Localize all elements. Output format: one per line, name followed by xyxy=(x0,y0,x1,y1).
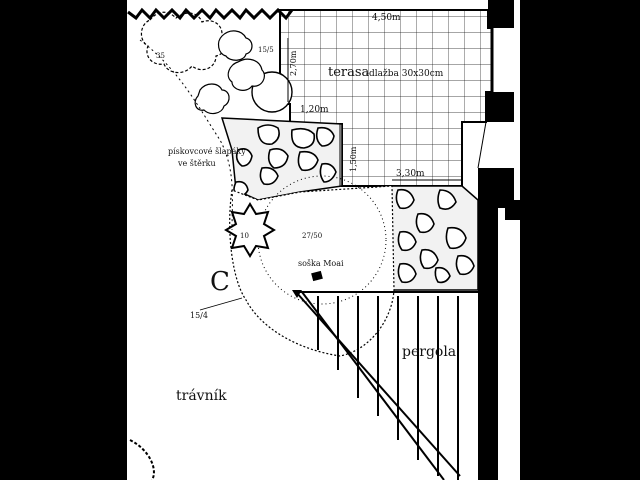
pergola-corner-marker xyxy=(292,290,302,298)
leader-155 xyxy=(199,297,243,311)
stepping-stones-label: pískovcové šlapáky xyxy=(168,147,246,156)
lawn-edge-bottom xyxy=(129,439,155,480)
right-margin xyxy=(520,0,640,480)
stepping-stones-label-2: ve štěrku xyxy=(177,159,216,168)
dim-330-label: 3,30m xyxy=(396,169,425,179)
plant-code-2750: 27/50 xyxy=(302,232,322,240)
section-tag-c: C xyxy=(210,267,230,297)
lawn-edge xyxy=(139,39,233,231)
hedge-top xyxy=(127,7,294,21)
dim-150-label: 1,50m xyxy=(349,146,358,172)
plant-code-155: 15/5 xyxy=(258,46,274,54)
plant-code-35: 35 xyxy=(156,52,165,60)
plant-code-10: 10 xyxy=(240,232,249,240)
statue-moai-icon xyxy=(311,270,323,282)
spiky-shrub xyxy=(224,202,276,258)
shrub-cluster xyxy=(140,11,293,115)
pergola-frame xyxy=(295,291,478,480)
terrace-title: terasa xyxy=(328,65,370,80)
left-margin xyxy=(0,0,127,480)
plant-code-154: 15/4 xyxy=(190,311,208,320)
dim-120-label: 1,20m xyxy=(300,105,329,115)
terrace-paving xyxy=(279,9,493,187)
stepping-stones xyxy=(233,124,475,284)
pergola-label: pergola xyxy=(402,344,456,360)
building-wall xyxy=(478,0,520,480)
lawn-label: trávník xyxy=(176,388,227,404)
statue-label: soška Moai xyxy=(298,259,344,268)
terrace-width-label: 4,50m xyxy=(372,13,401,23)
dim-270-label: 2,70m xyxy=(289,50,298,76)
terrace-subtitle: -dlažba 30x30cm xyxy=(366,68,444,79)
